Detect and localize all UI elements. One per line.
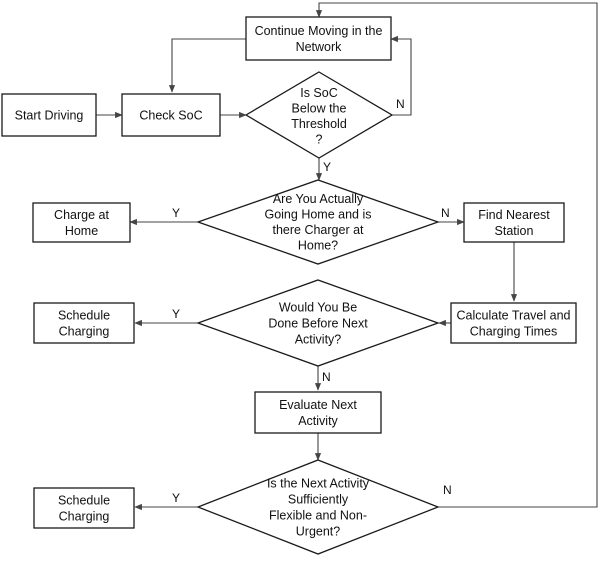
label-flex-no: N [443,483,452,497]
node-label-line: Charging [59,509,110,523]
label-flex-yes: Y [172,491,180,505]
node-label-line: Schedule [58,493,110,507]
node-label-line: Start Driving [15,108,84,122]
node-label-line: Calculate Travel and [457,308,571,322]
label-home-no: N [441,206,450,220]
node-label-line: Threshold [291,117,347,131]
node-label-line: Would You Be [279,300,357,314]
label-done-no: N [322,370,331,384]
svg-text:Check SoC: Check SoC [139,108,202,122]
node-label-line: Urgent? [296,524,341,538]
node-label-line: Check SoC [139,108,202,122]
node-label-line: Activity? [295,332,342,346]
node-label-line: Done Before Next [268,316,368,330]
node-label-line: Charge at [54,208,109,222]
node-label-line: Schedule [58,308,110,322]
svg-text:Start Driving: Start Driving [15,108,84,122]
node-check-soc: Check SoC [121,93,221,137]
arrow-flex-no-to-continue [315,2,598,508]
edge-labels: N Y Y N Y N Y N [172,97,452,505]
node-label-line: Is SoC [300,86,338,100]
arrow-soc-no-to-continue [390,35,412,116]
label-soc-no: N [396,97,405,111]
node-label-line: Station [495,224,534,238]
node-label-line: Charging [59,324,110,338]
node-label-line: Find Nearest [478,208,550,222]
node-label-line: Is the Next Activity [267,476,370,490]
node-label-line: Charging Times [470,324,558,338]
node-label-line: Going Home and is [264,208,371,222]
node-label-line: ? [316,133,323,147]
node-charge-at-home: Charge at Home [32,202,131,243]
arrow-continue-to-check [168,38,246,93]
node-label-line: Continue Moving in the [255,24,383,38]
node-start-driving: Start Driving [1,93,97,137]
node-label-line: Flexible and Non- [269,508,367,522]
node-label-line: Home [65,224,98,238]
node-label-line: Sufficiently [288,492,349,506]
label-soc-yes: Y [323,160,331,174]
node-label-line: Are You Actually [273,192,364,206]
node-label-line: Below the [292,102,347,116]
node-label-line: Home? [298,239,338,253]
node-label-line: there Charger at [272,223,364,237]
node-label-line: Network [296,40,343,54]
label-home-yes: Y [172,206,180,220]
node-label-line: Activity [298,414,338,428]
connectors [96,2,598,511]
label-done-yes: Y [172,307,180,321]
node-label-line: Evaluate Next [279,398,357,412]
